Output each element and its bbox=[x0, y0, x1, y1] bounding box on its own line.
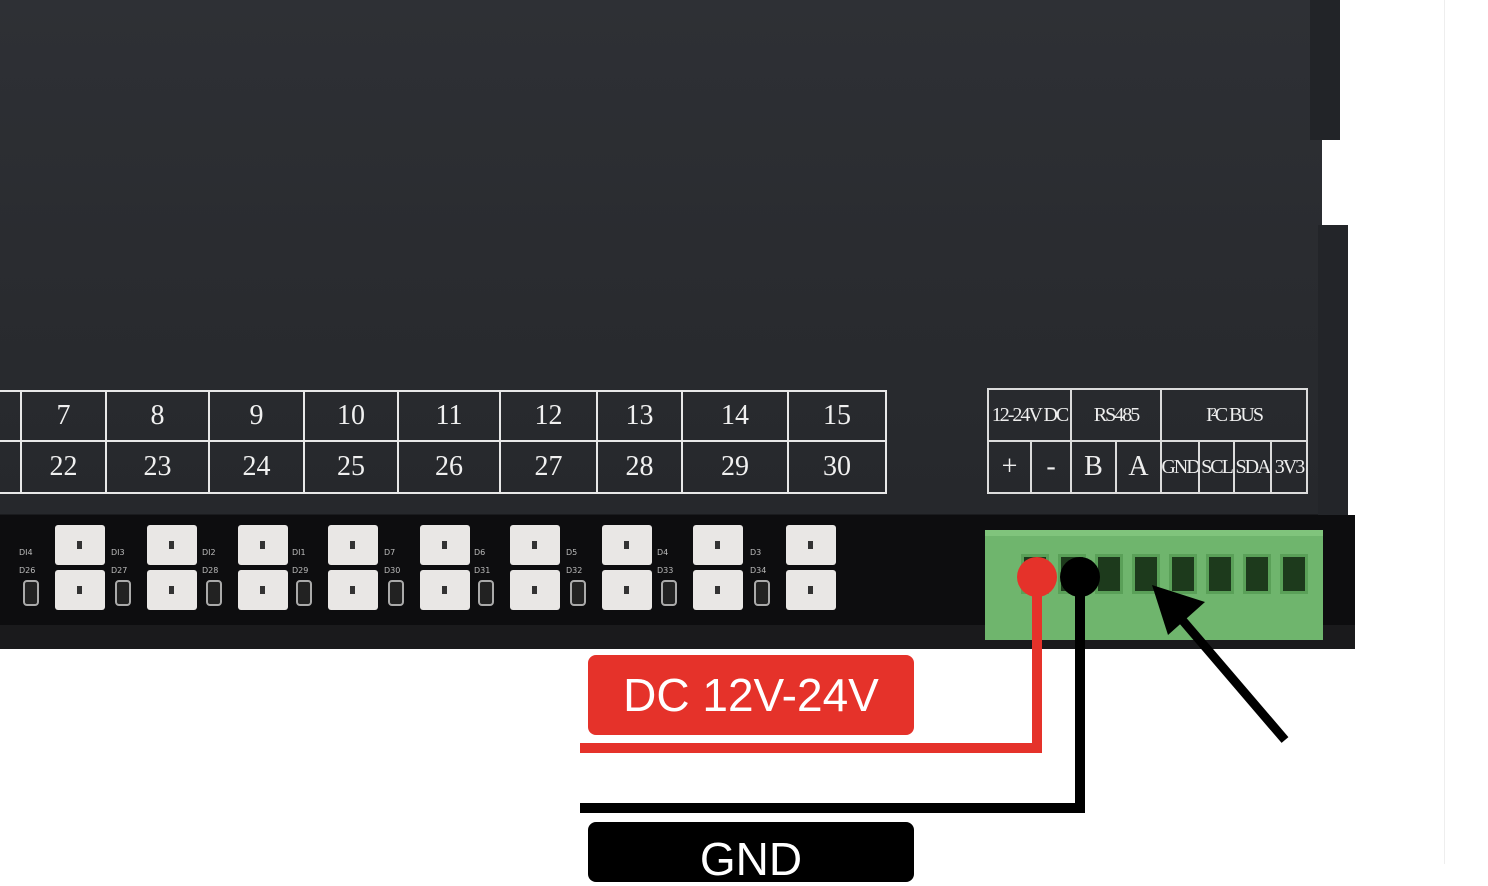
case-side bbox=[1318, 225, 1348, 525]
terminal-slot bbox=[1243, 554, 1271, 594]
terminal-slot bbox=[1206, 554, 1234, 594]
led-designator: D27 bbox=[111, 566, 128, 575]
led-chip bbox=[328, 525, 378, 565]
arrow-head-icon bbox=[1152, 585, 1205, 635]
led-chip bbox=[786, 570, 836, 610]
led-designator: D4 bbox=[657, 548, 669, 557]
resistor bbox=[754, 580, 770, 606]
ground-label: GND bbox=[588, 822, 914, 885]
led-designator: DI2 bbox=[202, 548, 216, 557]
led-designator: DI1 bbox=[292, 548, 306, 557]
channel-cell-bottom: 24 bbox=[208, 440, 305, 494]
terminal-slot bbox=[1280, 554, 1308, 594]
led-chip bbox=[693, 570, 743, 610]
resistor bbox=[296, 580, 312, 606]
resistor bbox=[206, 580, 222, 606]
channel-cell-bottom: 23 bbox=[105, 440, 210, 494]
ground-wire-end bbox=[1060, 557, 1100, 597]
wiring-overlay bbox=[580, 557, 1289, 813]
led-designator: D34 bbox=[750, 566, 767, 575]
led-designator: D29 bbox=[292, 566, 309, 575]
resistor bbox=[661, 580, 677, 606]
led-designator: D7 bbox=[384, 548, 396, 557]
led-chip bbox=[147, 570, 197, 610]
led-chip bbox=[328, 570, 378, 610]
led-chip bbox=[420, 525, 470, 565]
led-designator: D33 bbox=[657, 566, 674, 575]
led-chip bbox=[238, 570, 288, 610]
resistor bbox=[388, 580, 404, 606]
power-wire bbox=[580, 577, 1042, 753]
controller-case bbox=[0, 0, 1322, 518]
arrow-shaft bbox=[1174, 612, 1289, 743]
led-chip bbox=[238, 525, 288, 565]
led-chip bbox=[602, 570, 652, 610]
led-designator: DI4 bbox=[19, 548, 33, 557]
led-chip bbox=[510, 525, 560, 565]
channel-cell-bottom: 30 bbox=[787, 440, 887, 494]
led-chip bbox=[786, 525, 836, 565]
resistor bbox=[23, 580, 39, 606]
terminal-slot bbox=[1169, 554, 1197, 594]
led-chip bbox=[55, 525, 105, 565]
led-designator: D3 bbox=[750, 548, 762, 557]
power-label: DC 12V-24V bbox=[588, 655, 914, 735]
led-chip bbox=[420, 570, 470, 610]
resistor bbox=[570, 580, 586, 606]
led-chip bbox=[510, 570, 560, 610]
led-chip bbox=[55, 570, 105, 610]
channel-cell-bottom: 25 bbox=[303, 440, 399, 494]
channel-cell-bottom: 22 bbox=[20, 440, 107, 494]
led-designator: D31 bbox=[474, 566, 491, 575]
led-designator: D5 bbox=[566, 548, 578, 557]
resistor bbox=[115, 580, 131, 606]
led-chip bbox=[147, 525, 197, 565]
led-designator: D26 bbox=[19, 566, 36, 575]
led-designator: D32 bbox=[566, 566, 583, 575]
case-side bbox=[1310, 0, 1340, 140]
led-chip bbox=[602, 525, 652, 565]
power-wire-end bbox=[1017, 557, 1057, 597]
led-chip bbox=[693, 525, 743, 565]
led-designator: D6 bbox=[474, 548, 486, 557]
resistor bbox=[478, 580, 494, 606]
ground-wire bbox=[580, 577, 1085, 813]
divider bbox=[1444, 0, 1445, 864]
channel-cell-bottom: 27 bbox=[499, 440, 598, 494]
led-designator: D28 bbox=[202, 566, 219, 575]
led-designator: DI3 bbox=[111, 548, 125, 557]
terminal-pin-label: 3V3 bbox=[1270, 440, 1308, 494]
led-designator: D30 bbox=[384, 566, 401, 575]
